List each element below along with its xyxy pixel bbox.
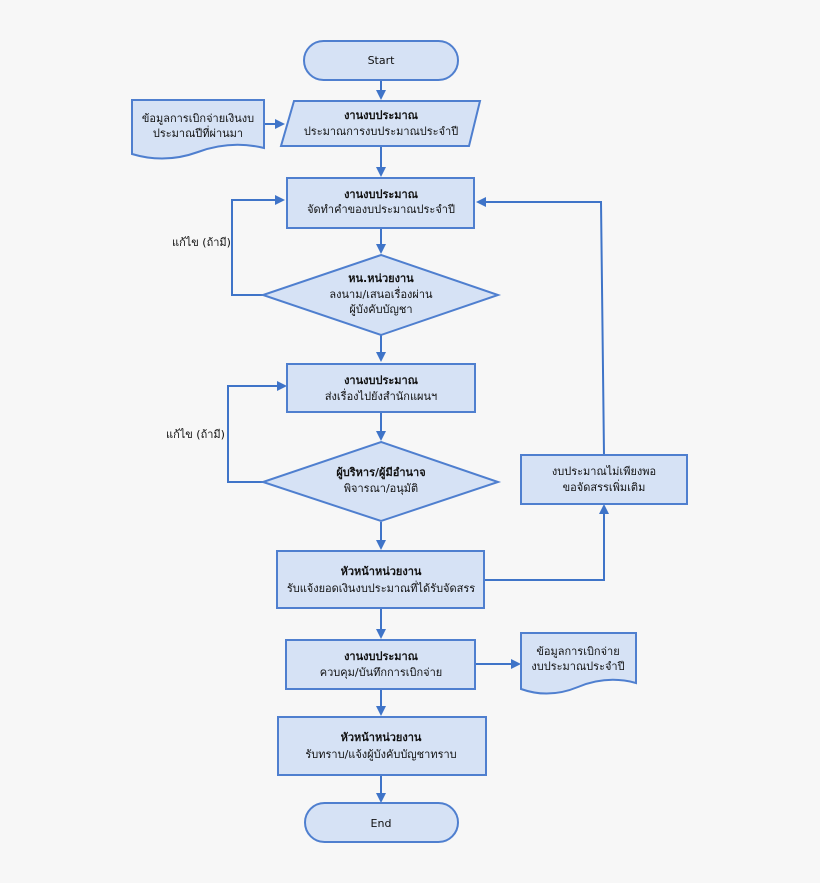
step5-text: ควบคุม/บันทึกการเบิกจ่าย bbox=[320, 666, 442, 679]
output-document-line1: ข้อมูลการเบิกจ่าย bbox=[536, 645, 619, 658]
end-terminal: End bbox=[304, 802, 459, 843]
step6-process: หัวหน้าหน่วยงาน รับทราบ/แจ้งผู้บังคับบัญ… bbox=[277, 716, 487, 776]
decision2-diamond: ผู้บริหาร/ผู้มีอำนาจ พิจารณา/อนุมัติ bbox=[259, 440, 502, 523]
start-terminal: Start bbox=[303, 40, 459, 81]
decision2-text: พิจารณา/อนุมัติ bbox=[344, 482, 418, 495]
step5-process: งานงบประมาณ ควบคุม/บันทึกการเบิกจ่าย bbox=[285, 639, 476, 690]
loop2-label: แก้ไข (ถ้ามี) bbox=[166, 428, 225, 441]
decision1-title: หน.หน่วยงาน bbox=[348, 272, 414, 285]
step2-title: งานงบประมาณ bbox=[344, 188, 419, 201]
step1-title: งานงบประมาณ bbox=[344, 109, 419, 122]
step2-text: จัดทำคำของบประมาณประจำปี bbox=[307, 203, 455, 216]
side-box-line2: ขอจัดสรรเพิ่มเติม bbox=[563, 479, 646, 494]
loop1-connector bbox=[231, 195, 285, 296]
sidebox-to-step2-connector bbox=[476, 197, 605, 456]
step3-text: ส่งเรื่องไปยังสำนักแผนฯ bbox=[325, 388, 437, 403]
input-document-line2: ประมาณปีที่ผ่านมา bbox=[153, 125, 243, 140]
decision1-line1: ลงนาม/เสนอเรื่องผ่าน bbox=[329, 286, 433, 301]
step4-title: หัวหน้าหน่วยงาน bbox=[341, 565, 422, 578]
input-document-line1: ข้อมูลการเบิกจ่ายเงินงบ bbox=[142, 112, 254, 125]
step4-process: หัวหน้าหน่วยงาน รับแจ้งยอดเงินงบประมาณที… bbox=[276, 550, 485, 609]
loop2-connector bbox=[227, 381, 287, 483]
start-label: Start bbox=[368, 54, 396, 67]
step6-title: หัวหน้าหน่วยงาน bbox=[341, 731, 422, 744]
side-box-process: งบประมาณไม่เพียงพอ ขอจัดสรรเพิ่มเติม bbox=[520, 454, 688, 505]
step4-text: รับแจ้งยอดเงินงบประมาณที่ได้รับจัดสรร bbox=[287, 580, 475, 595]
loop1-label: แก้ไข (ถ้ามี) bbox=[172, 236, 231, 249]
step4-to-sidebox-connector bbox=[485, 504, 609, 581]
step6-text: รับทราบ/แจ้งผู้บังคับบัญชาทราบ bbox=[305, 748, 456, 761]
step2-process: งานงบประมาณ จัดทำคำของบประมาณประจำปี bbox=[286, 177, 475, 229]
end-label: End bbox=[371, 817, 392, 830]
decision1-diamond: หน.หน่วยงาน ลงนาม/เสนอเรื่องผ่าน ผู้บังค… bbox=[259, 253, 502, 337]
decision2-title: ผู้บริหาร/ผู้มีอำนาจ bbox=[336, 466, 425, 480]
step1-parallelogram: งานงบประมาณ ประมาณการงบประมาณประจำปี bbox=[279, 100, 482, 147]
step3-title: งานงบประมาณ bbox=[344, 374, 419, 387]
decision1-line2: ผู้บังคับบัญชา bbox=[349, 303, 412, 316]
input-document: ข้อมูลการเบิกจ่ายเงินงบ ประมาณปีที่ผ่านม… bbox=[131, 99, 265, 160]
step3-process: งานงบประมาณ ส่งเรื่องไปยังสำนักแผนฯ bbox=[286, 363, 476, 413]
connectors bbox=[227, 80, 609, 803]
output-document-line2: งบประมาณประจำปี bbox=[531, 660, 624, 673]
output-document: ข้อมูลการเบิกจ่าย งบประมาณประจำปี bbox=[520, 632, 637, 695]
step5-title: งานงบประมาณ bbox=[344, 650, 419, 663]
step1-text: ประมาณการงบประมาณประจำปี bbox=[304, 125, 458, 138]
side-box-line1: งบประมาณไม่เพียงพอ bbox=[552, 465, 656, 478]
